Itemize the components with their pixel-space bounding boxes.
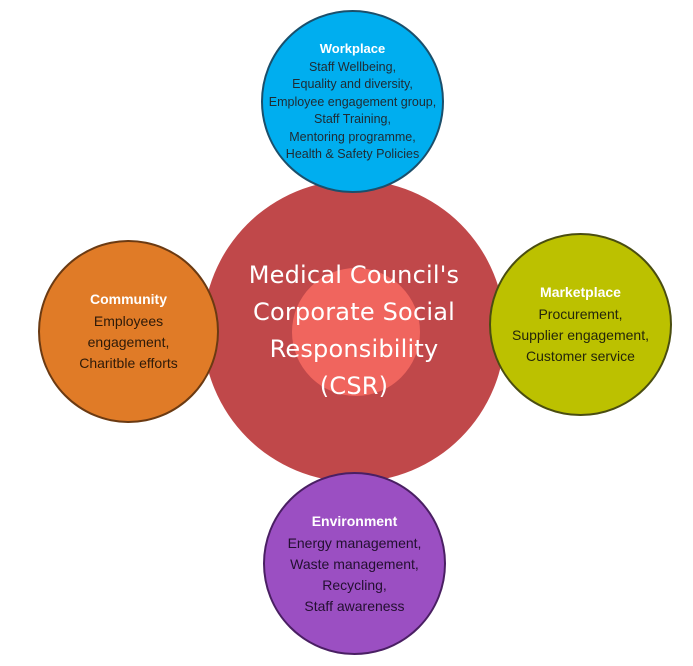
workplace-item: Staff Training, — [314, 112, 391, 126]
community-item: Charitble efforts — [79, 355, 178, 371]
csr-title-line-1: Medical Council's — [248, 261, 460, 289]
workplace-item: Health & Safety Policies — [285, 147, 420, 161]
csr-center-title: Medical Council's Corporate Social Respo… — [203, 180, 505, 482]
workplace-item: Employee engagement group, — [268, 94, 437, 109]
csr-title-line-2: Corporate Social — [253, 298, 455, 326]
csr-center-glow — [292, 268, 420, 396]
csr-title-line-3: Responsibility — [269, 335, 439, 363]
marketplace-title: Marketplace — [540, 284, 621, 300]
environment-item: Energy management, — [287, 534, 422, 551]
environment-item: Waste management, — [290, 555, 419, 572]
marketplace-item: Customer service — [526, 348, 635, 364]
environment-title: Environment — [311, 512, 398, 529]
community-item: engagement, — [87, 334, 170, 350]
environment-item: Recycling, — [322, 576, 387, 593]
community-item: Employees — [93, 313, 164, 329]
community-circle: Community Employees engagement, Charitbl… — [38, 240, 219, 423]
environment-circle: Environment Energy management, Waste man… — [263, 472, 446, 655]
workplace-item: Equality and diversity, — [292, 77, 413, 91]
marketplace-item: Procurement, — [538, 306, 623, 322]
workplace-item: Mentoring programme, — [289, 129, 416, 144]
environment-item: Staff awareness — [304, 597, 405, 614]
community-title: Community — [90, 291, 167, 307]
workplace-circle: Workplace Staff Wellbeing, Equality and … — [261, 10, 444, 193]
marketplace-item: Supplier engagement, — [512, 327, 649, 343]
workplace-item: Staff Wellbeing, — [308, 59, 397, 74]
csr-title-line-4: (CSR) — [319, 372, 389, 400]
marketplace-circle: Marketplace Procurement, Supplier engage… — [489, 233, 672, 416]
workplace-title: Workplace — [319, 40, 386, 56]
